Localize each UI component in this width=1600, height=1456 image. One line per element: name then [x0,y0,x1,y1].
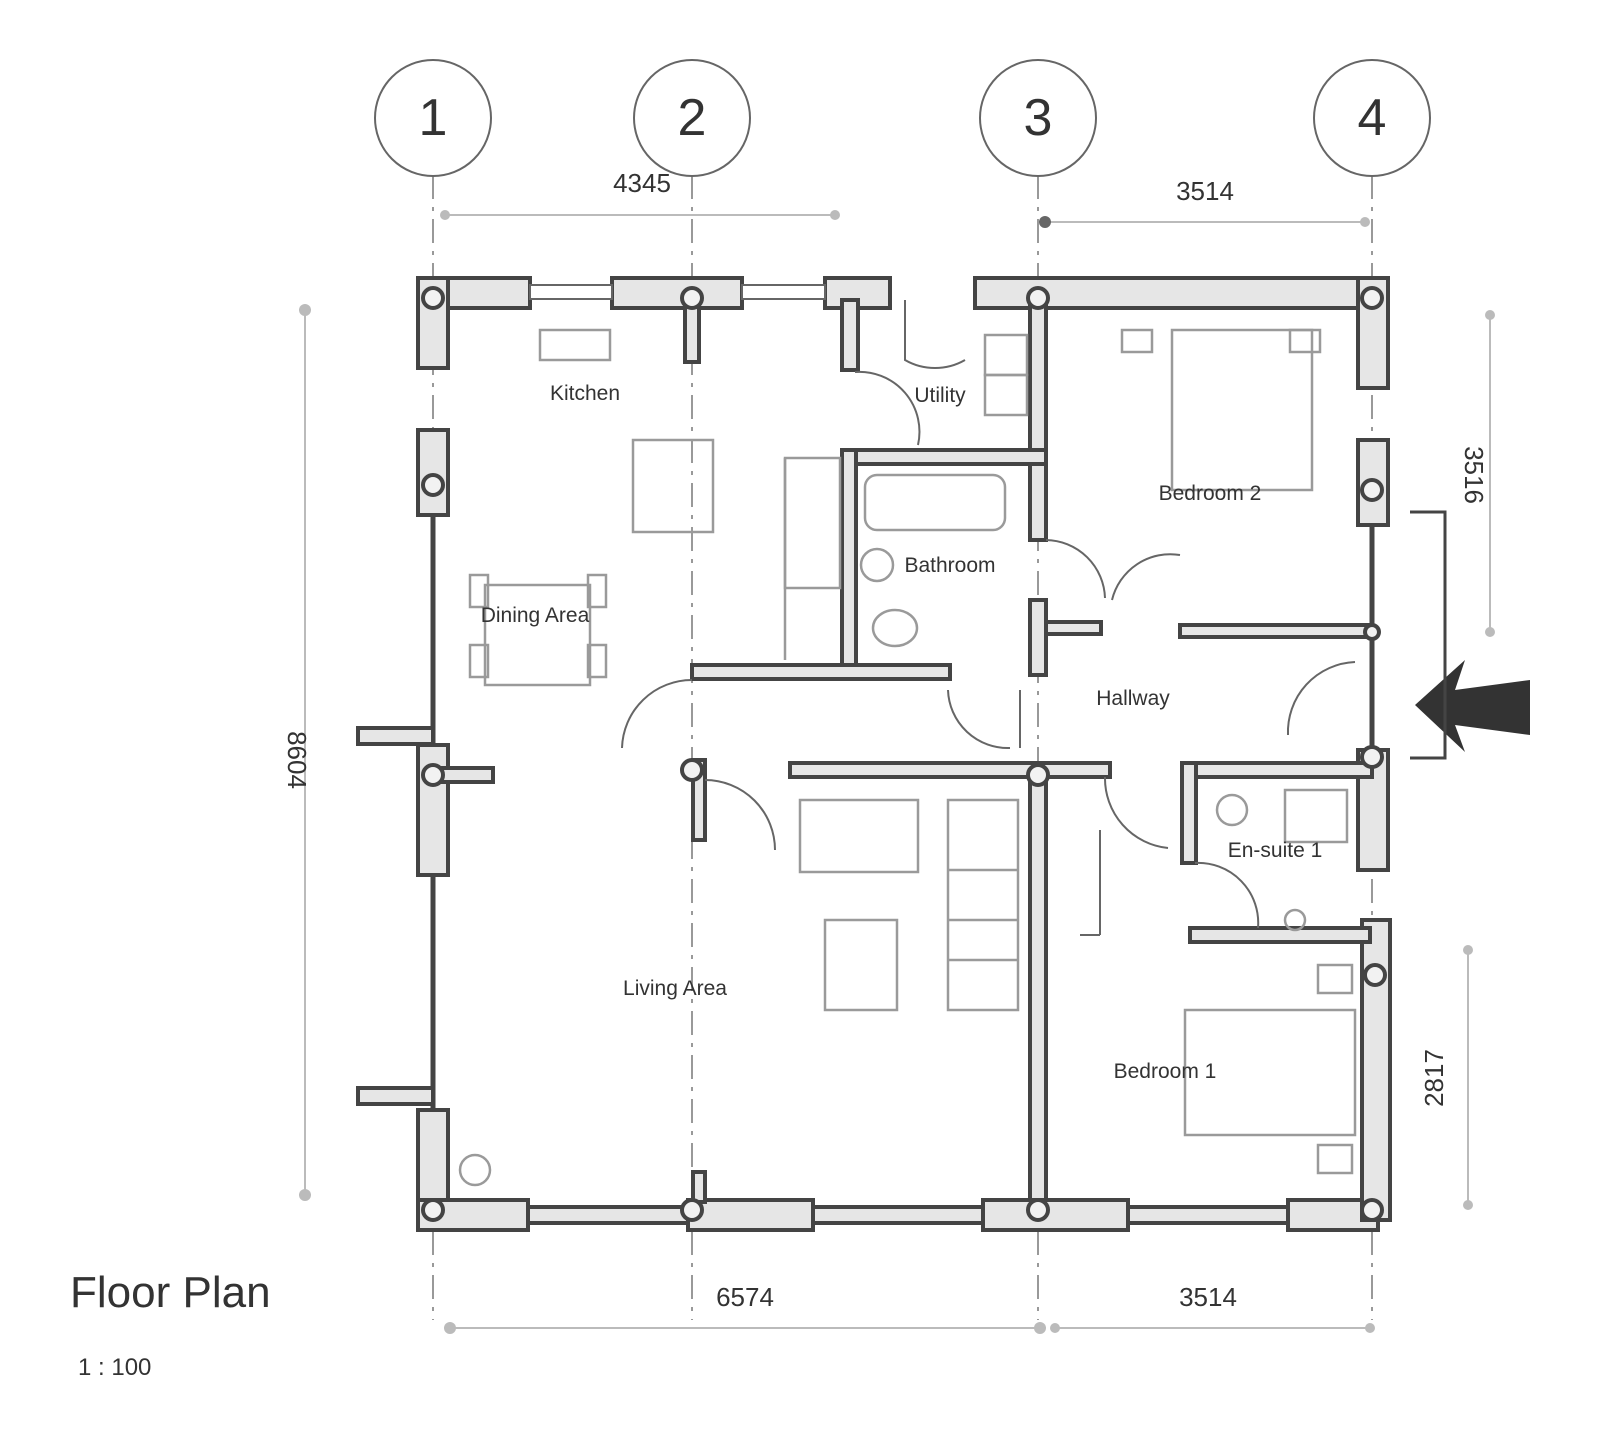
wall-ensuite-left [1180,761,1198,865]
room-label-bedroom1: Bedroom 1 [1114,1060,1217,1083]
kitchen-counter [783,456,842,590]
dim-bottom-left: 6574 [716,1282,774,1312]
door-ensuite [1103,776,1169,849]
room-label-bedroom2: Bedroom 2 [1159,482,1262,505]
room-label-dining: Dining Area [481,604,590,627]
bathtub [863,473,1007,532]
ensuite-toilet [1283,908,1307,932]
grid-label-4: 4 [1358,89,1387,147]
window [741,284,826,300]
ensuite-sink [1215,793,1249,827]
bed-bedroom2 [1170,328,1314,492]
wall-stub [356,726,435,746]
room-label-kitchen: Kitchen [550,382,620,405]
doors [621,300,1356,936]
grid-bubbles: 1 2 3 4 [374,59,1431,177]
dimension-lines [299,210,1495,1334]
grid-axes [432,175,1373,1320]
window [1126,1205,1290,1225]
drawing-scale: 1 : 100 [78,1354,152,1381]
grid-label-3: 3 [1024,89,1053,147]
ensuite-shower [1283,788,1349,844]
grid-bubble-3 [979,59,1097,177]
dim-right-lower: 2817 [1419,1049,1449,1107]
room-label-living: Living Area [623,977,727,1000]
dim-top-right: 3514 [1176,176,1234,206]
door-living [704,779,776,851]
window [526,1205,690,1225]
door-kitchen [621,679,693,749]
wall-utility [840,298,860,372]
dim-left-overall: 8604 [282,731,312,789]
wall-segment [416,428,450,517]
door-bedroom1 [1194,861,1260,929]
window [529,284,613,300]
furniture [458,328,1357,1187]
door-utility [904,300,966,370]
grid-label-1: 1 [419,89,448,147]
drawing-title: Floor Plan [70,1268,271,1317]
wall-hall-stub [1028,598,1048,677]
sink [859,547,895,583]
wall-segment [610,276,744,310]
wall-column-stub [691,1170,707,1204]
wall-segment [981,1198,1130,1232]
wall-bed2-bottom [1178,623,1372,639]
bed-bedroom1 [1183,1008,1357,1137]
wall-ensuite-bottom [1188,926,1372,944]
kitchen-island [631,438,715,534]
dim-right-upper: 3516 [1459,446,1489,504]
structural-columns [421,286,1387,1222]
toilet [871,608,919,648]
wall-bath-left [840,448,858,672]
plant [458,1153,492,1187]
wall-grid3 [1028,298,1048,542]
exterior-walls [356,276,1392,1232]
staircase [946,798,1020,1012]
room-labels: Kitchen Utility Bathroom Bedroom 2 Dinin… [481,382,1323,1083]
grid-label-2: 2 [678,89,707,147]
room-label-utility: Utility [914,384,966,407]
washer [983,333,1029,377]
wall-hall-stub [1044,620,1103,636]
wall-ensuite-top [1180,761,1374,779]
wall-bath-top [840,448,1048,466]
dim-bottom-right: 3514 [1179,1282,1237,1312]
window [811,1205,985,1225]
sofa [798,798,920,874]
wall-hall-bottom [788,761,1112,779]
room-label-bathroom: Bathroom [904,554,995,577]
dim-top-left: 4345 [613,168,671,198]
room-label-ensuite: En-suite 1 [1228,839,1323,862]
door-entrance [1286,661,1356,736]
grid-bubble-4 [1313,59,1431,177]
wall-segment [686,1198,815,1232]
door-utility-inner [854,370,921,446]
entrance-arrow-icon [1410,510,1530,760]
door-hall-stair [947,689,1011,750]
kitchen-sink [538,328,612,362]
wall-bath-bottom [690,663,952,681]
grid-bubble-2 [633,59,751,177]
grid-bubble-1 [374,59,492,177]
interior-walls [683,298,1374,1204]
dining-table [483,583,592,687]
room-label-hallway: Hallway [1096,687,1170,710]
wall-grid3-lower [1028,768,1048,1202]
coffee-table [823,918,899,1012]
door-bathroom [1045,539,1106,599]
door-bedroom2 [1111,553,1181,601]
dryer [983,373,1029,417]
wall-stub [356,1086,435,1106]
